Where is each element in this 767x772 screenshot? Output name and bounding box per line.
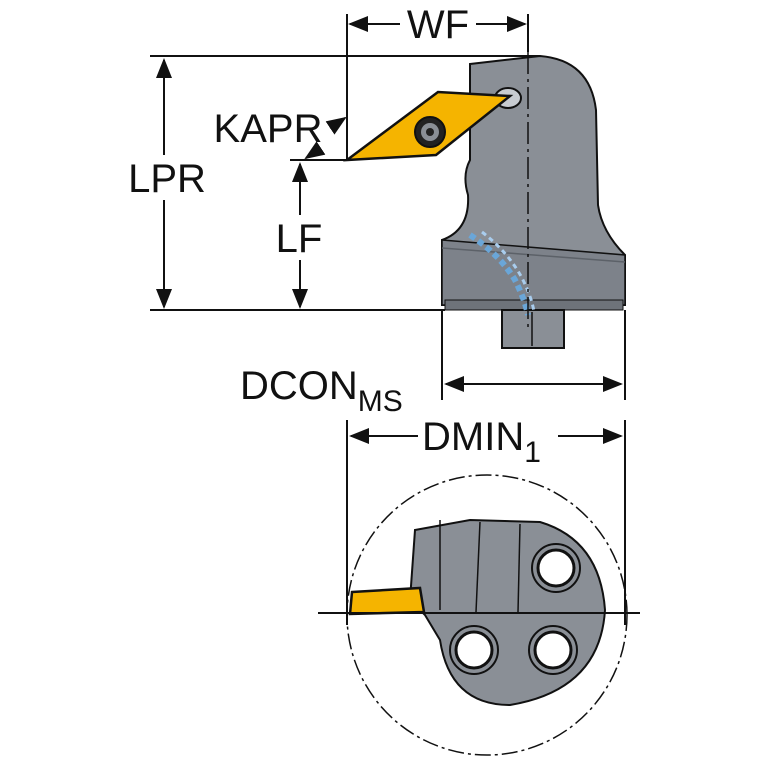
lpr-label: LPR <box>128 157 206 201</box>
shank-base <box>441 239 626 306</box>
side-view <box>342 52 626 349</box>
front-view <box>318 474 640 756</box>
lf-label: LF <box>276 217 323 261</box>
spigot <box>501 309 565 349</box>
front-insert <box>348 586 426 616</box>
dcon-label: DCONMS <box>240 364 403 418</box>
dmin-circle <box>346 474 628 756</box>
dmin-main: DMIN <box>422 415 524 459</box>
coolant-channel <box>468 232 531 316</box>
wf-label: WF <box>407 3 469 47</box>
front-hole-top <box>536 548 576 588</box>
dimension-lines <box>150 14 626 625</box>
dmin-label: DMIN1 <box>422 415 541 469</box>
kapr-label: KAPR <box>214 107 323 151</box>
dcon-main: DCON <box>240 364 358 408</box>
dmin-subscript: 1 <box>524 436 541 469</box>
front-hole-left <box>454 630 494 670</box>
dcon-subscript: MS <box>358 385 403 418</box>
front-hole-right <box>533 630 573 670</box>
